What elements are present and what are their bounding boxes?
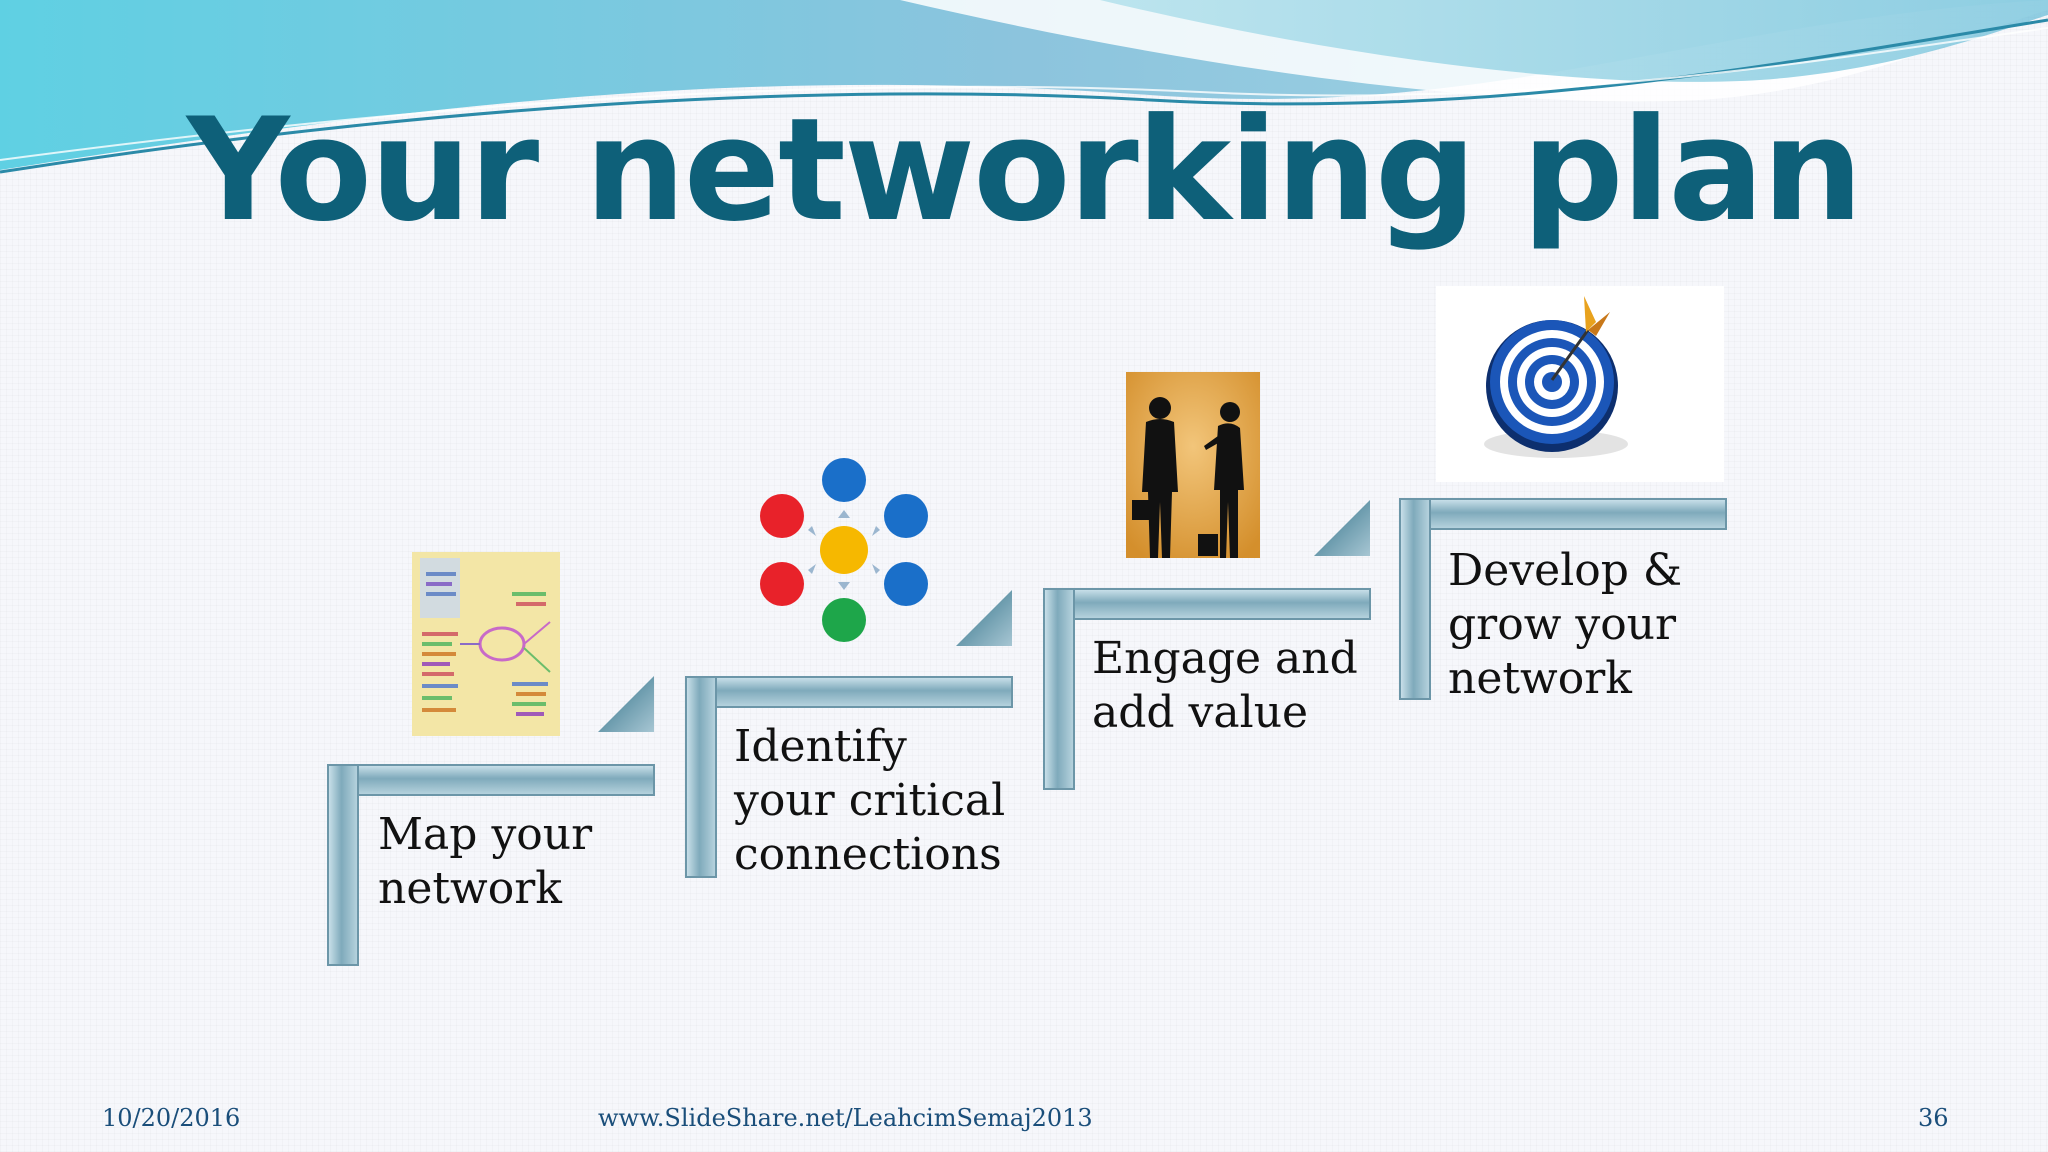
step-1-line-2: network bbox=[378, 863, 562, 914]
step-2-line-1: Identify bbox=[734, 721, 907, 772]
business-people-silhouette bbox=[1126, 372, 1260, 558]
footer-date: 10/20/2016 bbox=[102, 1104, 241, 1132]
step-4-label: Develop & grow your network bbox=[1448, 544, 1682, 706]
step-3-label: Engage and add value bbox=[1092, 632, 1358, 740]
slide-number: 36 bbox=[1918, 1104, 1949, 1132]
step-3-line-1: Engage and bbox=[1092, 633, 1358, 684]
step-1-label: Map your network bbox=[378, 808, 592, 916]
step-2-arrow-wedge bbox=[956, 590, 1012, 646]
step-1-line-1: Map your bbox=[378, 809, 593, 860]
colored-circles-diagram bbox=[760, 458, 928, 642]
header-wave-decoration bbox=[0, 0, 2048, 174]
step-4-bracket bbox=[1399, 498, 1727, 700]
step-3-line-2: add value bbox=[1092, 687, 1309, 738]
step-2-bracket bbox=[685, 676, 1013, 878]
step-1-arrow-wedge bbox=[598, 676, 654, 732]
slide-title: Your networking plan bbox=[186, 88, 1863, 253]
step-3-bracket bbox=[1043, 588, 1371, 790]
step-2-label: Identify your critical connections bbox=[734, 720, 1005, 882]
step-2-line-2: your critical bbox=[734, 775, 1006, 826]
step-1-bracket bbox=[327, 764, 655, 966]
step-4-line-3: network bbox=[1448, 653, 1632, 704]
footer-url[interactable]: www.SlideShare.net/LeahcimSemaj2013 bbox=[598, 1104, 1093, 1132]
step-4-line-1: Develop & bbox=[1448, 545, 1683, 596]
step-2-line-3: connections bbox=[734, 829, 1002, 880]
mind-map-image bbox=[412, 552, 560, 736]
step-3-arrow-wedge bbox=[1314, 500, 1370, 556]
step-4-line-2: grow your bbox=[1448, 599, 1677, 650]
target-dartboard-icon bbox=[1436, 286, 1724, 482]
